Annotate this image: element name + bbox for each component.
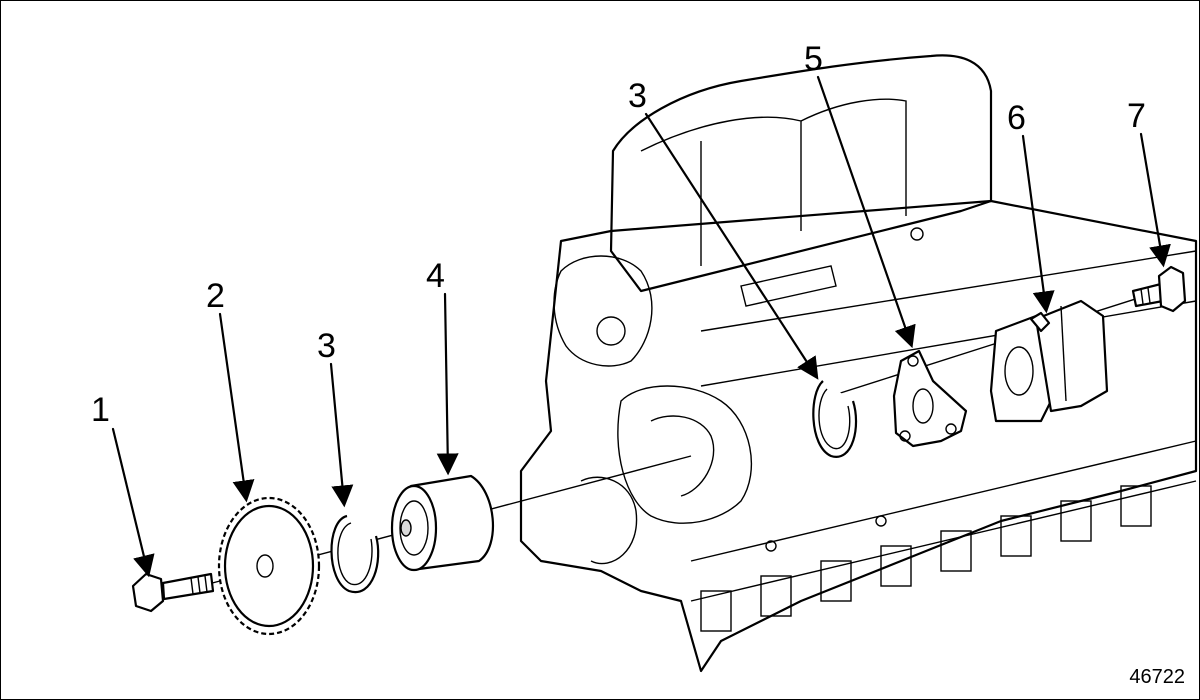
callout-4: 4 [426,257,445,295]
leader-arrows [111,75,1171,578]
callout-2: 2 [206,277,225,315]
callout-3-left: 3 [317,327,336,365]
leader-arrow-3b [644,112,819,380]
leader-arrow-2 [218,312,255,503]
callout-3-right: 3 [628,77,647,115]
leader-arrow-3a [329,362,354,508]
bearing-part [390,474,495,572]
leader-arrow-4 [436,292,459,476]
snap-ring-part-left [330,514,380,594]
engine-block [519,54,1198,673]
bolt-part [131,572,215,613]
figure-number: 46722 [1129,666,1185,688]
callout-5: 5 [804,40,823,78]
callout-1: 1 [91,391,110,429]
housing-part [989,299,1109,423]
snap-ring-part-right [812,380,858,458]
leader-arrow-5 [816,75,916,349]
callout-6: 6 [1007,99,1026,137]
leader-arrow-6 [1021,134,1055,314]
gasket-part [892,349,968,448]
gear-part [217,496,321,636]
bolt-part-right [1131,265,1187,313]
leader-arrow-1 [111,427,155,578]
leader-arrow-7 [1139,132,1171,268]
callout-7: 7 [1127,97,1146,135]
